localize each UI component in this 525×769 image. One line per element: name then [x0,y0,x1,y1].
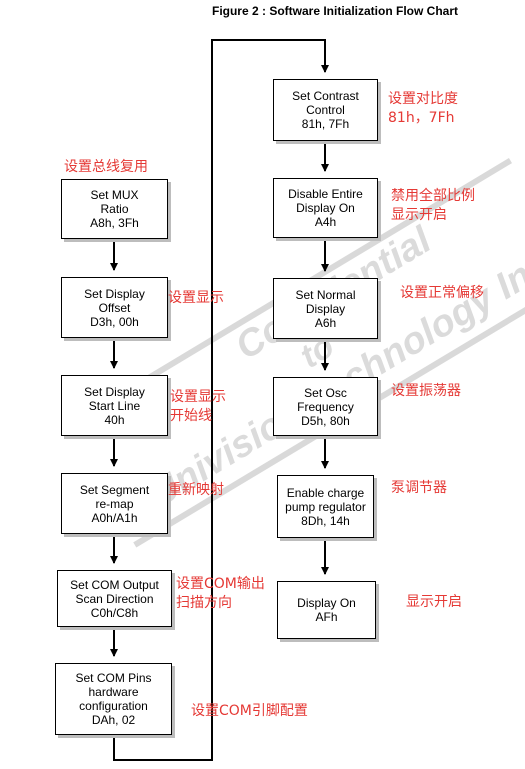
note-set-contrast-control: 设置对比度 81h，7Fh [388,91,458,126]
step-set-display-offset: Set Display Offset D3h, 00h [61,277,168,338]
step-label: Set Contrast Control 81h, 7Fh [292,89,359,131]
note-set-normal-display: 设置正常偏移 [400,285,484,301]
note-disable-entire-display-on: 禁用全部比例 显示开启 [391,188,475,223]
note-set-segment-remap: 重新映射 [168,482,224,498]
chart-title: Figure 2 : Software Initialization Flow … [211,4,459,18]
note-set-osc-frequency: 设置振荡器 [391,383,461,399]
note-set-display-start-line: 设置显示 开始线 [170,389,226,424]
step-set-com-pins-hardware-config: Set COM Pins hardware configuration DAh,… [55,663,172,735]
step-label: Set Osc Frequency D5h, 80h [297,385,354,428]
step-set-osc-frequency: Set Osc Frequency D5h, 80h [273,377,378,436]
step-label: Set COM Pins hardware configuration DAh,… [75,671,152,727]
note-set-com-pins-hardware-config: 设置COM引脚配置 [191,703,308,719]
step-label: Display On AFh [297,596,356,624]
step-label: Set Display Start Line 40h [84,384,145,427]
note-set-com-output-scan-direction: 设置COM输出 扫描方向 [176,576,265,611]
step-label: Set Normal Display A6h [295,287,356,330]
step-set-com-output-scan-direction: Set COM Output Scan Direction C0h/C8h [57,570,172,627]
note-set-display-offset: 设置显示 [168,290,224,306]
step-label: Set Segment re-map A0h/A1h [79,482,150,525]
step-set-normal-display: Set Normal Display A6h [273,278,378,339]
note-enable-charge-pump: 泵调节器 [391,480,447,496]
step-label: Set MUX Ratio A8h, 3Fh [90,188,139,230]
step-set-display-start-line: Set Display Start Line 40h [61,375,168,436]
step-label: Disable Entire Display On A4h [288,187,363,229]
step-disable-entire-display-on: Disable Entire Display On A4h [273,178,378,238]
note-display-on: 显示开启 [406,594,462,610]
step-display-on: Display On AFh [277,581,376,639]
step-label: Set Display Offset D3h, 00h [84,286,145,329]
step-set-segment-remap: Set Segment re-map A0h/A1h [61,473,168,534]
step-set-contrast-control: Set Contrast Control 81h, 7Fh [273,79,378,141]
note-set-mux-ratio: 设置总线复用 [64,159,148,175]
step-label: Enable charge pump regulator 8Dh, 14h [285,485,366,528]
step-set-mux-ratio: Set MUX Ratio A8h, 3Fh [61,179,168,239]
step-enable-charge-pump: Enable charge pump regulator 8Dh, 14h [277,475,374,538]
step-label: Set COM Output Scan Direction C0h/C8h [70,577,159,620]
